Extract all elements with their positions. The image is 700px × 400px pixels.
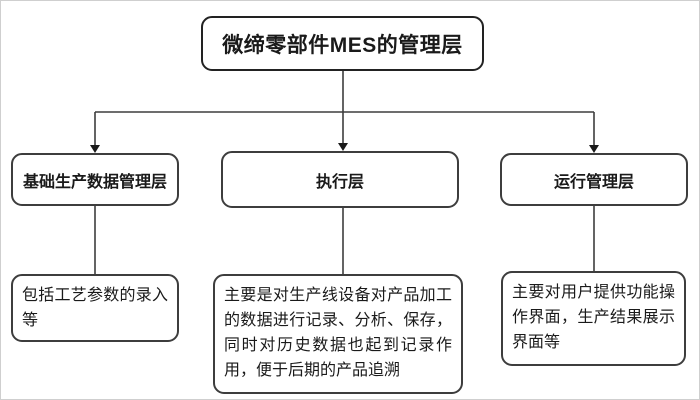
layer-node-basic-production-data: 基础生产数据管理层 xyxy=(11,153,179,206)
description-node-basic-production-data: 包括工艺参数的录入等 xyxy=(11,274,179,342)
layer-node-label: 基础生产数据管理层 xyxy=(22,173,167,191)
description-node-execution: 主要是对生产线设备对产品加工的数据进行记录、分析、保存，同时对历史数据也起到记录… xyxy=(213,274,463,394)
arrowhead-center xyxy=(338,143,348,151)
arrowhead-left xyxy=(90,145,100,153)
description-node-operation-management: 主要对用户提供功能操作界面，生产结果展示界面等 xyxy=(501,271,686,366)
layer-node-operation-management: 运行管理层 xyxy=(500,153,688,206)
layer-node-label: 运行管理层 xyxy=(553,173,634,191)
description-text: 主要是对生产线设备对产品加工的数据进行记录、分析、保存，同时对历史数据也起到记录… xyxy=(224,287,452,379)
arrowhead-right xyxy=(589,145,599,153)
description-text: 主要对用户提供功能操作界面，生产结果展示界面等 xyxy=(512,284,675,351)
root-node-mes-management: 微缔零部件MES的管理层 xyxy=(201,16,484,71)
layer-node-label: 执行层 xyxy=(315,173,364,191)
description-text: 包括工艺参数的录入等 xyxy=(22,287,168,329)
root-node-title-text: 微缔零部件MES的管理层 xyxy=(222,33,463,57)
layer-node-execution: 执行层 xyxy=(221,151,459,208)
